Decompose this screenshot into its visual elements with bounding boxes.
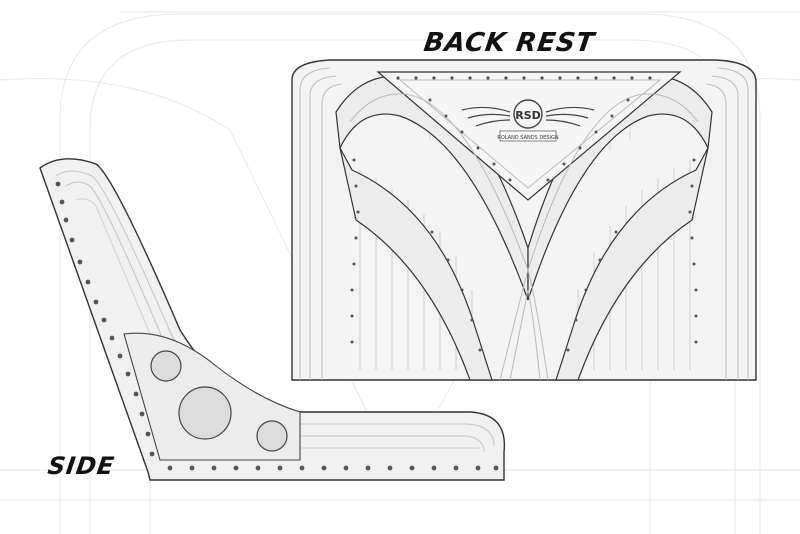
side-label: SIDE — [46, 452, 117, 480]
cutout-circle-small-top — [150, 350, 182, 382]
logo-right-wing — [545, 106, 595, 127]
left-leg — [339, 147, 493, 381]
logo-caption-plate — [499, 130, 557, 142]
cutout-circle-large — [178, 386, 232, 440]
logo-monogram: RSD — [515, 109, 541, 122]
side-panel — [39, 158, 506, 481]
back-rest-rivets — [350, 76, 698, 352]
back-rest-label: BACK REST — [421, 28, 597, 58]
cutout-circle-small-right — [256, 420, 288, 452]
right-leg — [555, 147, 709, 381]
side-panel-rivets — [55, 181, 499, 471]
logo-left-wing — [461, 106, 511, 127]
brand-logo: RSD ROLAND SANDS DESIGN — [461, 99, 595, 142]
logo-caption: ROLAND SANDS DESIGN — [497, 135, 558, 141]
logo-emblem-circle — [513, 99, 543, 129]
back-rest-panel: RSD ROLAND SANDS DESIGN — [291, 59, 757, 381]
